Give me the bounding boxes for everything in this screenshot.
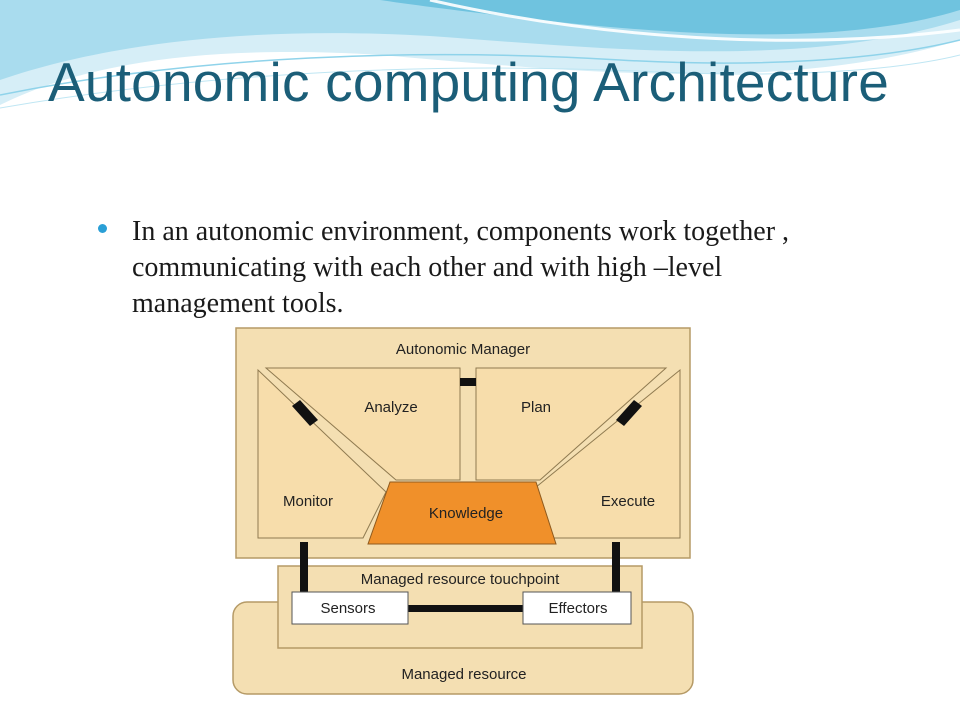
execute-effector-connector	[612, 542, 620, 598]
plan-execute-connector	[616, 400, 642, 426]
knowledge-label: Knowledge	[429, 505, 503, 522]
wave-line-2	[0, 54, 960, 109]
architecture-diagram: Autonomic Manager Analyze Plan Monitor E…	[232, 327, 694, 695]
execute-label: Execute	[601, 493, 655, 510]
touchpoint-label: Managed resource touchpoint	[361, 571, 560, 588]
wave-line-1	[0, 39, 960, 96]
monitor-analyze-connector	[292, 400, 318, 426]
sensor-effector-connector	[408, 605, 523, 612]
analyze-plan-connector	[460, 378, 476, 386]
bullet-text: In an autonomic environment, components …	[132, 216, 790, 319]
monitor-sensor-connector	[300, 542, 308, 598]
analyze-label: Analyze	[364, 399, 417, 416]
plan-block	[475, 367, 668, 481]
managed-resource-label: Managed resource	[401, 666, 526, 683]
wave-dark	[380, 0, 960, 35]
bullet-dot	[98, 224, 107, 233]
sensors-box	[291, 591, 409, 625]
effectors-label: Effectors	[549, 600, 608, 617]
autonomic-manager-label: Autonomic Manager	[396, 341, 530, 358]
analyze-block	[264, 367, 461, 481]
sensors-label: Sensors	[320, 600, 375, 617]
wave-white-streak	[429, 0, 960, 42]
effectors-box	[522, 591, 632, 625]
plan-label: Plan	[521, 399, 551, 416]
slide-title: Autonomic computing Architecture	[48, 51, 889, 113]
monitor-block	[257, 368, 387, 539]
monitor-label: Monitor	[283, 493, 333, 510]
knowledge-block	[367, 481, 557, 545]
